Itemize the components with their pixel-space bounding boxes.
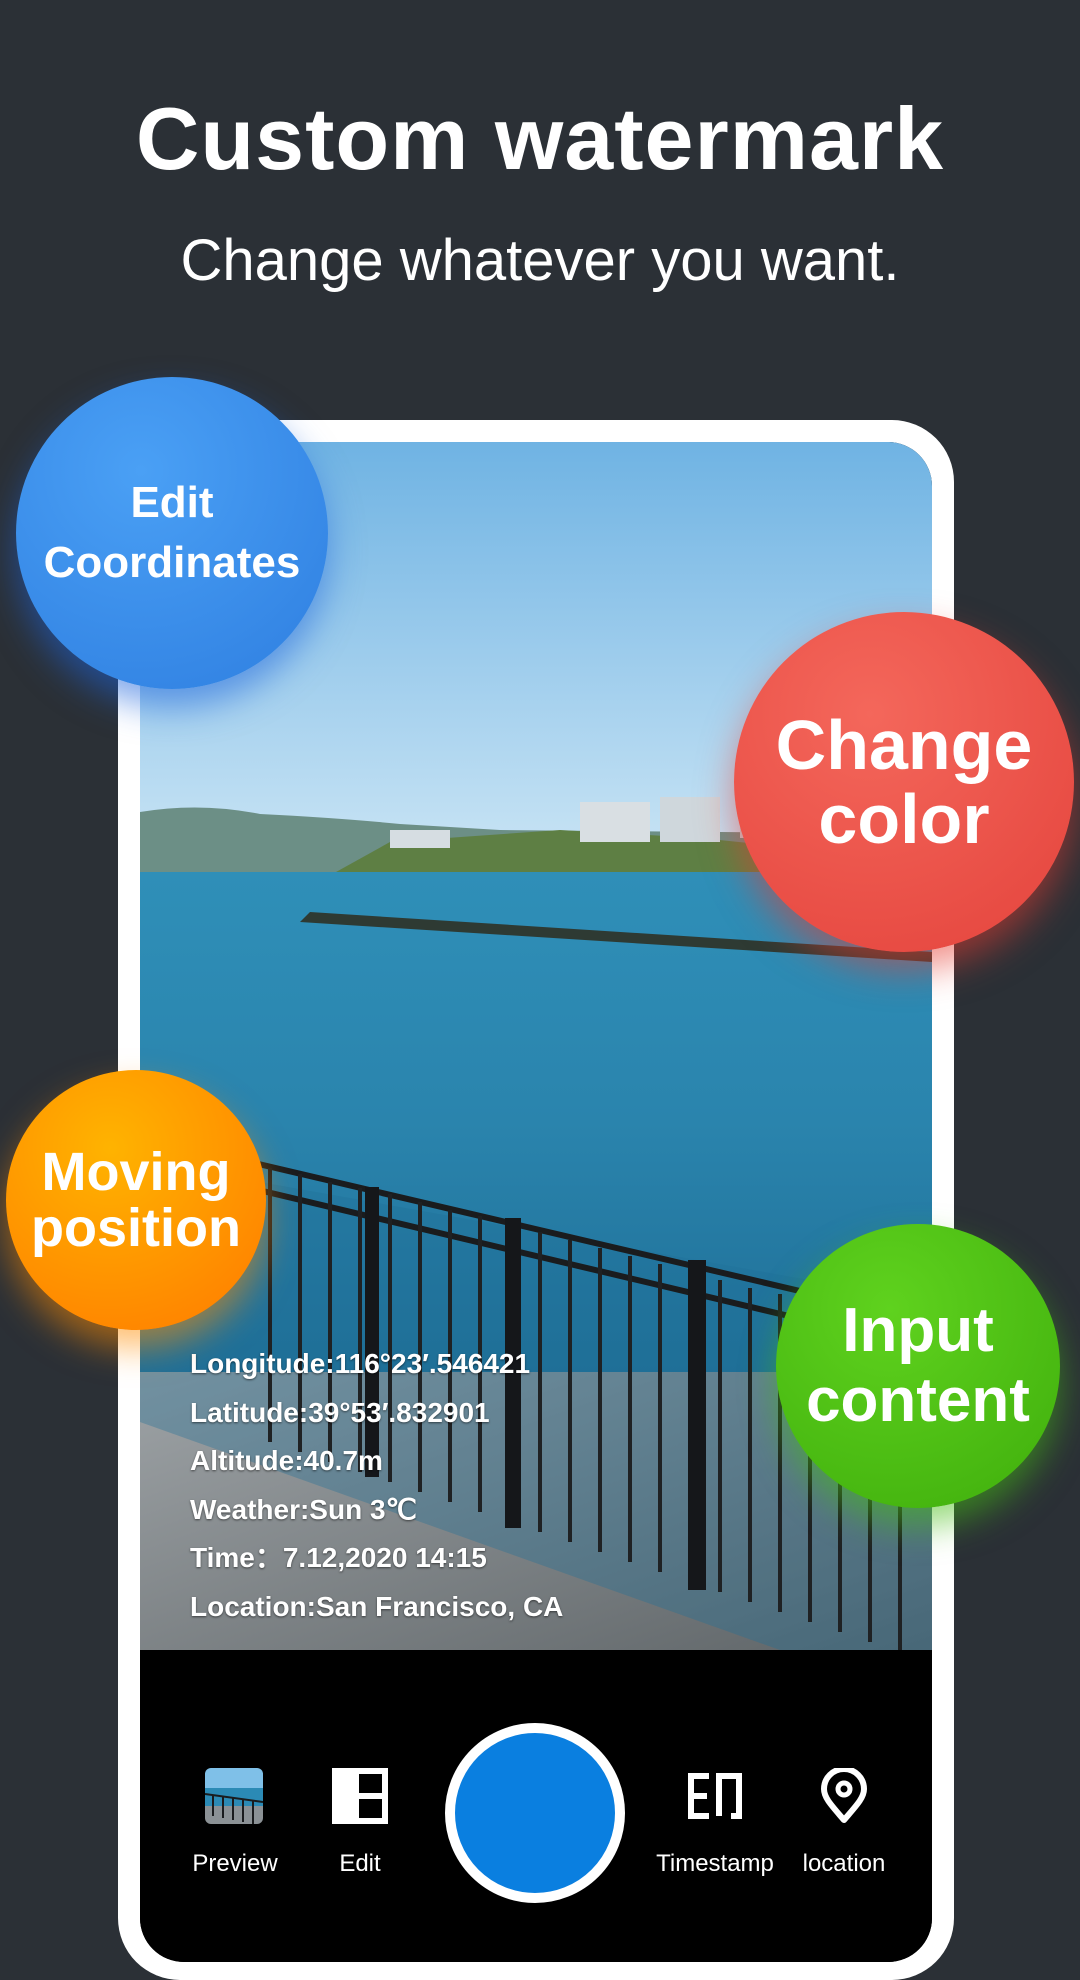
edit-label: Edit xyxy=(339,1850,381,1877)
badge-line: color xyxy=(818,780,990,858)
watermark-location: Location:San Francisco, CA xyxy=(190,1590,564,1622)
watermark-latitude: Latitude:39°53′.832901 xyxy=(190,1396,490,1428)
watermark-weather: Weather:Sun 3℃ xyxy=(190,1493,417,1525)
change-color-badge: Change color xyxy=(734,612,1074,952)
location-label: location xyxy=(802,1850,886,1877)
map-pin-icon xyxy=(816,1766,872,1824)
watermark-altitude: Altitude:40.7m xyxy=(190,1445,383,1476)
watermark-time: Time：7.12,2020 14:15 xyxy=(190,1542,487,1573)
shutter-button[interactable] xyxy=(445,1723,625,1903)
badge-line: Coordinates xyxy=(43,538,301,587)
layout-icon xyxy=(332,1768,388,1824)
badge-line: Change xyxy=(775,706,1033,784)
preview-thumbnail-icon xyxy=(205,1768,263,1824)
camera-toolbar: Preview Edit xyxy=(140,1650,932,1962)
edit-coordinates-badge: Edit Coordinates xyxy=(16,377,328,689)
subheadline: Change whatever you want. xyxy=(180,228,900,293)
preview-label: Preview xyxy=(192,1850,278,1877)
badge-line: Moving xyxy=(41,1142,231,1202)
moving-position-badge: Moving position xyxy=(6,1070,266,1330)
watermark-longitude: Longitude:116°23′.546421 xyxy=(190,1348,531,1379)
timestamp-label: Timestamp xyxy=(656,1850,774,1877)
input-content-badge: Input content xyxy=(776,1224,1060,1508)
badge-line: content xyxy=(806,1366,1030,1435)
watermark-overlay[interactable]: Longitude:116°23′.546421 Latitude:39°53′… xyxy=(190,1340,563,1631)
badge-line: Edit xyxy=(130,478,214,527)
badge-line: Input xyxy=(842,1296,994,1365)
timestamp-icon xyxy=(687,1768,743,1824)
headline: Custom watermark xyxy=(135,89,945,188)
badge-line: position xyxy=(31,1198,241,1258)
